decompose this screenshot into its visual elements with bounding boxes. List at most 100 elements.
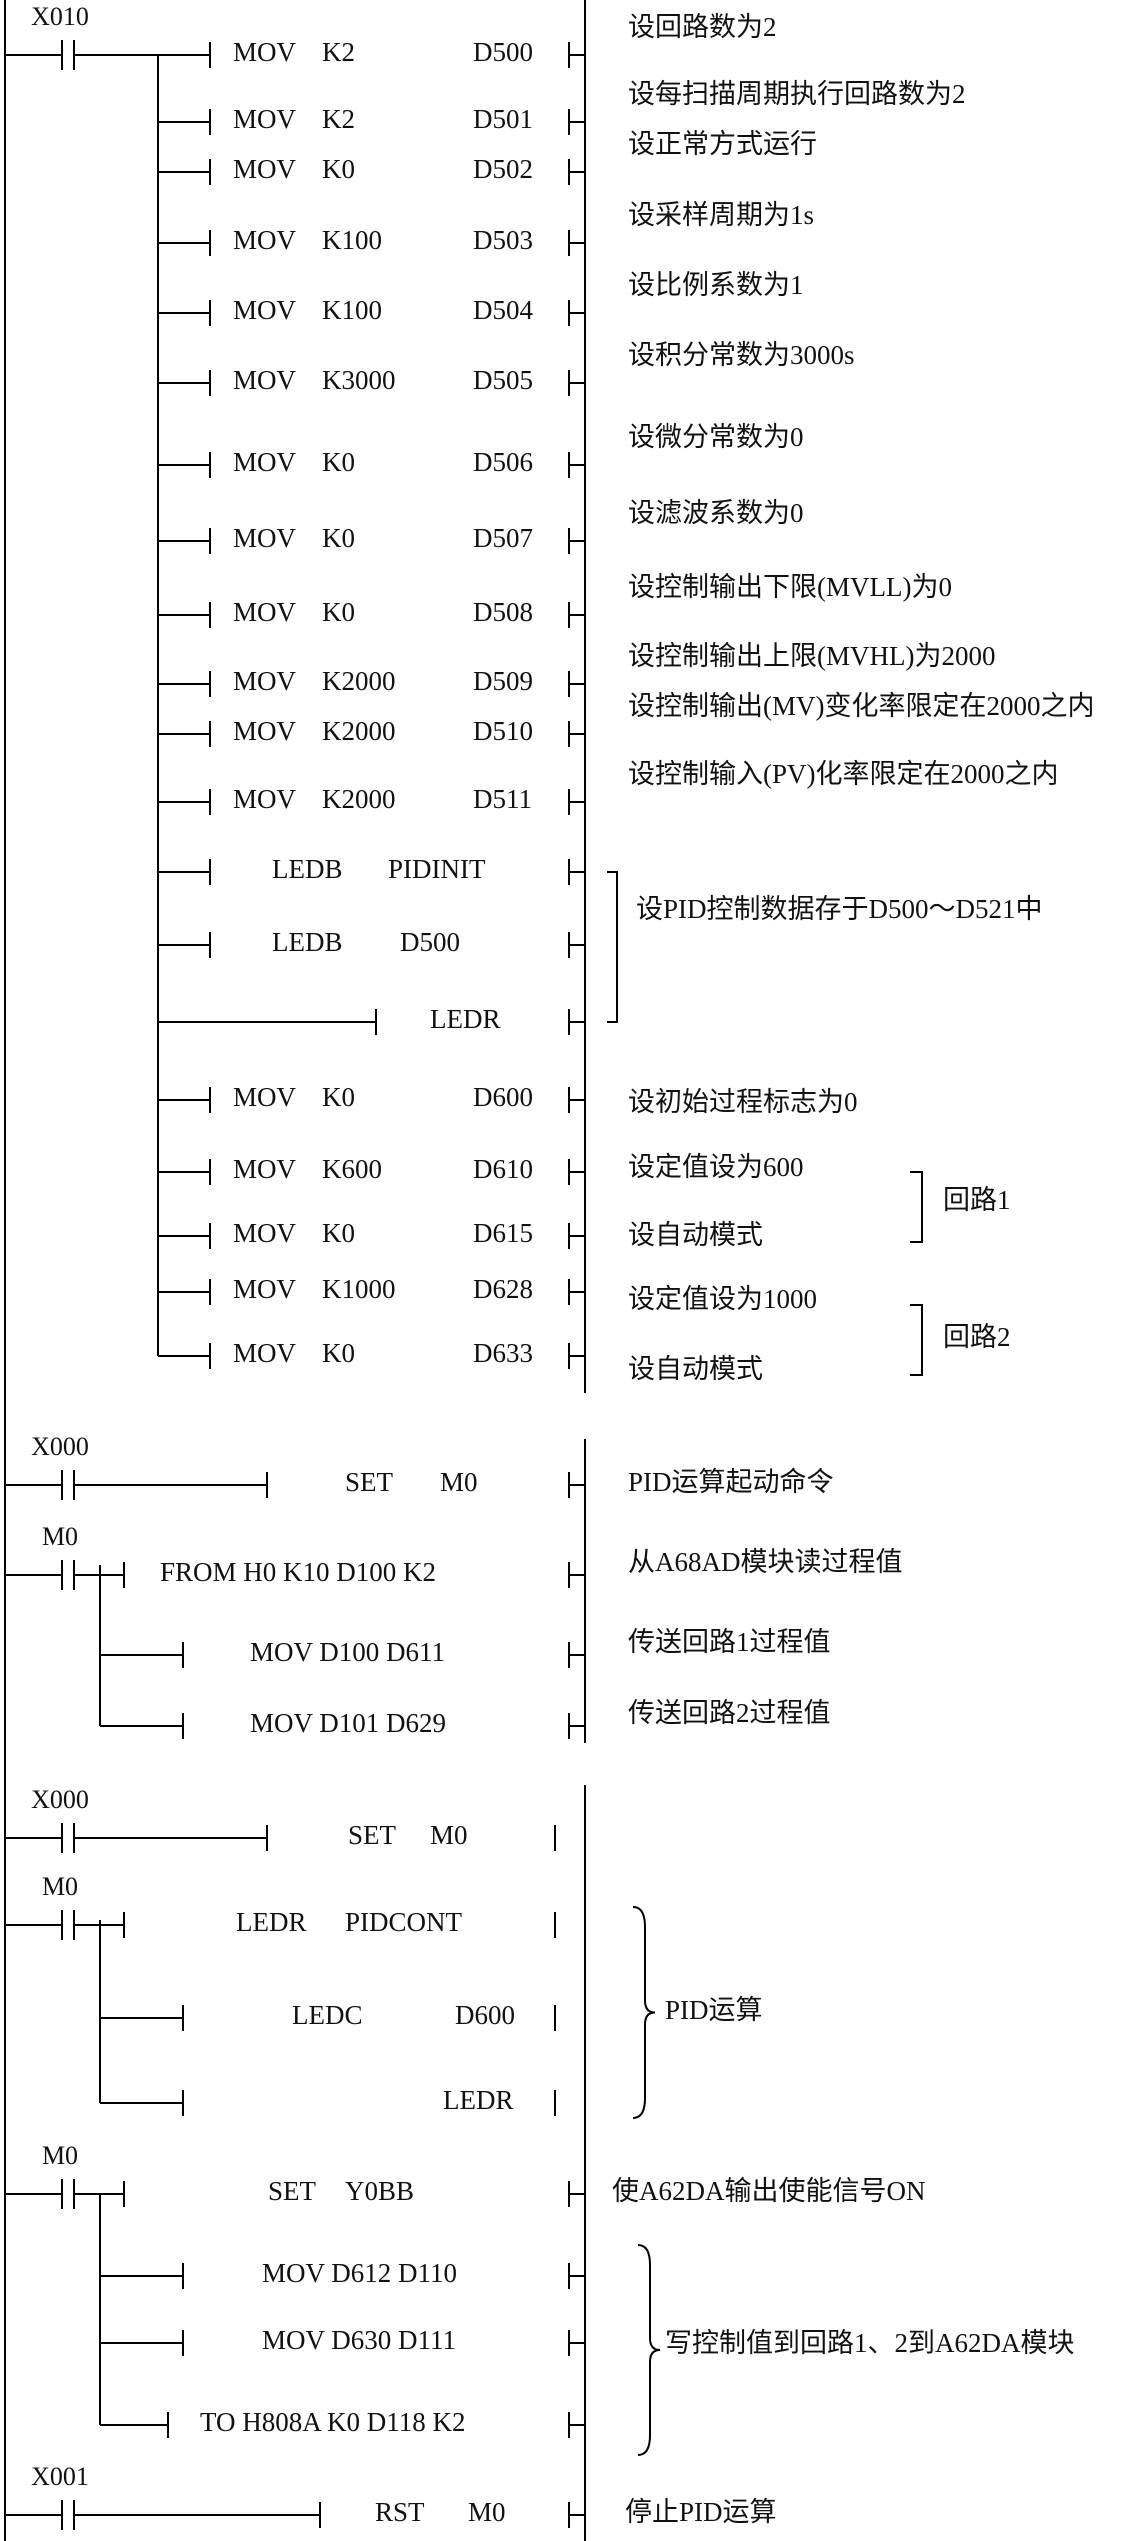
instr-op: MOV	[233, 784, 297, 814]
instr-op: LEDR	[236, 1907, 307, 1937]
instr-dst: D600	[473, 1082, 533, 1112]
instr-arg: PIDINIT	[388, 854, 486, 884]
instr-text: MOV D612 D110	[262, 2258, 457, 2288]
instr-dst: D501	[473, 104, 533, 134]
instr-src: K0	[322, 1218, 355, 1248]
contact-label: X000	[31, 1432, 89, 1461]
comment-text: 设定值设为600	[628, 1152, 804, 1182]
instr-op: LEDR	[430, 1004, 501, 1034]
comment-text: 设控制输出上限(MVHL)为2000	[628, 641, 995, 671]
contact-label: X000	[31, 1785, 89, 1814]
instr-op: MOV	[233, 716, 297, 746]
instr-arg: PIDCONT	[345, 1907, 463, 1937]
instr-text: MOV D630 D111	[262, 2325, 456, 2355]
instr-dst: D503	[473, 225, 533, 255]
comment-text: 从A68AD模块读过程值	[628, 1547, 903, 1577]
instr-dst: D505	[473, 365, 533, 395]
contact-label: X010	[31, 2, 89, 31]
group-bracket	[607, 871, 618, 1023]
instr-dst: D500	[473, 37, 533, 67]
comment-text: 停止PID运算	[625, 2497, 777, 2527]
instr-src: K0	[322, 1082, 355, 1112]
instr-op: MOV	[233, 295, 297, 325]
comment-text: 设滤波系数为0	[628, 498, 804, 528]
instr-src: K3000	[322, 365, 396, 395]
instr-op: LEDR	[443, 2085, 514, 2115]
comment-text: 设初始过程标志为0	[628, 1087, 858, 1117]
instr-src: K0	[322, 447, 355, 477]
instr-arg: D500	[400, 927, 460, 957]
instr-dst: D508	[473, 597, 533, 627]
instr-src: K2	[322, 37, 355, 67]
instr-src: K0	[322, 597, 355, 627]
comment-text: 设控制输出下限(MVLL)为0	[628, 572, 952, 602]
instr-op: LEDB	[272, 927, 343, 957]
instr-arg: D600	[455, 2000, 515, 2030]
comment-text: 设采样周期为1s	[628, 200, 814, 230]
instr-op: LEDC	[292, 2000, 363, 2030]
instr-arg: M0	[440, 1467, 478, 1497]
instr-op: SET	[348, 1820, 397, 1850]
instr-text: TO H808A K0 D118 K2	[200, 2407, 466, 2437]
contact-label: M0	[42, 2141, 78, 2170]
instr-arg: M0	[468, 2497, 506, 2527]
instr-text: FROM H0 K10 D100 K2	[160, 1557, 436, 1587]
instr-src: K100	[322, 295, 382, 325]
instr-dst: D504	[473, 295, 533, 325]
comment-text: 设控制输入(PV)化率限定在2000之内	[628, 759, 1059, 789]
instr-op: SET	[345, 1467, 394, 1497]
comment-text: 设PID控制数据存于D500～D521中	[636, 894, 1043, 924]
instr-arg: Y0BB	[345, 2176, 414, 2206]
instr-op: MOV	[233, 225, 297, 255]
instr-src: K600	[322, 1154, 382, 1184]
instr-dst: D615	[473, 1218, 533, 1248]
instr-dst: D511	[473, 784, 532, 814]
comment-text: PID运算	[665, 1995, 763, 2025]
instr-arg: M0	[430, 1820, 468, 1850]
comment-text: 设控制输出(MV)变化率限定在2000之内	[628, 691, 1095, 721]
comment-text: 使A62DA输出使能信号ON	[612, 2176, 926, 2206]
contact-label: M0	[42, 1522, 78, 1551]
instr-op: SET	[268, 2176, 317, 2206]
instr-dst: D510	[473, 716, 533, 746]
comment-text: 设微分常数为0	[628, 422, 804, 452]
instr-src: K2	[322, 104, 355, 134]
instr-op: LEDB	[272, 854, 343, 884]
contact-label: M0	[42, 1872, 78, 1901]
instr-src: K0	[322, 154, 355, 184]
instr-src: K0	[322, 523, 355, 553]
loop-label: 回路1	[943, 1185, 1011, 1215]
instr-op: MOV	[233, 1274, 297, 1304]
instr-op: RST	[375, 2497, 425, 2527]
instr-op: MOV	[233, 154, 297, 184]
instr-op: MOV	[233, 1338, 297, 1368]
instr-dst: D633	[473, 1338, 533, 1368]
instr-text: MOV D101 D629	[250, 1708, 446, 1738]
instr-src: K1000	[322, 1274, 396, 1304]
instr-op: MOV	[233, 37, 297, 67]
comment-text: 设比例系数为1	[628, 270, 804, 300]
instr-src: K0	[322, 1338, 355, 1368]
comment-text: 设自动模式	[628, 1354, 763, 1384]
instr-op: MOV	[233, 666, 297, 696]
comment-text: 设自动模式	[628, 1220, 763, 1250]
instr-src: K100	[322, 225, 382, 255]
instr-op: MOV	[233, 523, 297, 553]
comment-text: 写控制值到回路1、2到A62DA模块	[665, 2328, 1075, 2358]
comment-text: 传送回路2过程值	[628, 1698, 831, 1728]
instr-op: MOV	[233, 104, 297, 134]
instr-dst: D502	[473, 154, 533, 184]
contact-label: X001	[31, 2462, 89, 2491]
instr-src: K2000	[322, 716, 396, 746]
loop-bracket	[910, 1171, 923, 1243]
comment-text: 设回路数为2	[628, 12, 777, 42]
comment-text: 传送回路1过程值	[628, 1627, 831, 1657]
comment-text: 设每扫描周期执行回路数为2	[628, 79, 966, 109]
comment-text: 设定值设为1000	[628, 1284, 817, 1314]
instr-dst: D506	[473, 447, 533, 477]
loop-bracket	[910, 1304, 923, 1376]
comment-text: 设正常方式运行	[628, 129, 817, 159]
instr-op: MOV	[233, 447, 297, 477]
instr-dst: D628	[473, 1274, 533, 1304]
instr-src: K2000	[322, 784, 396, 814]
